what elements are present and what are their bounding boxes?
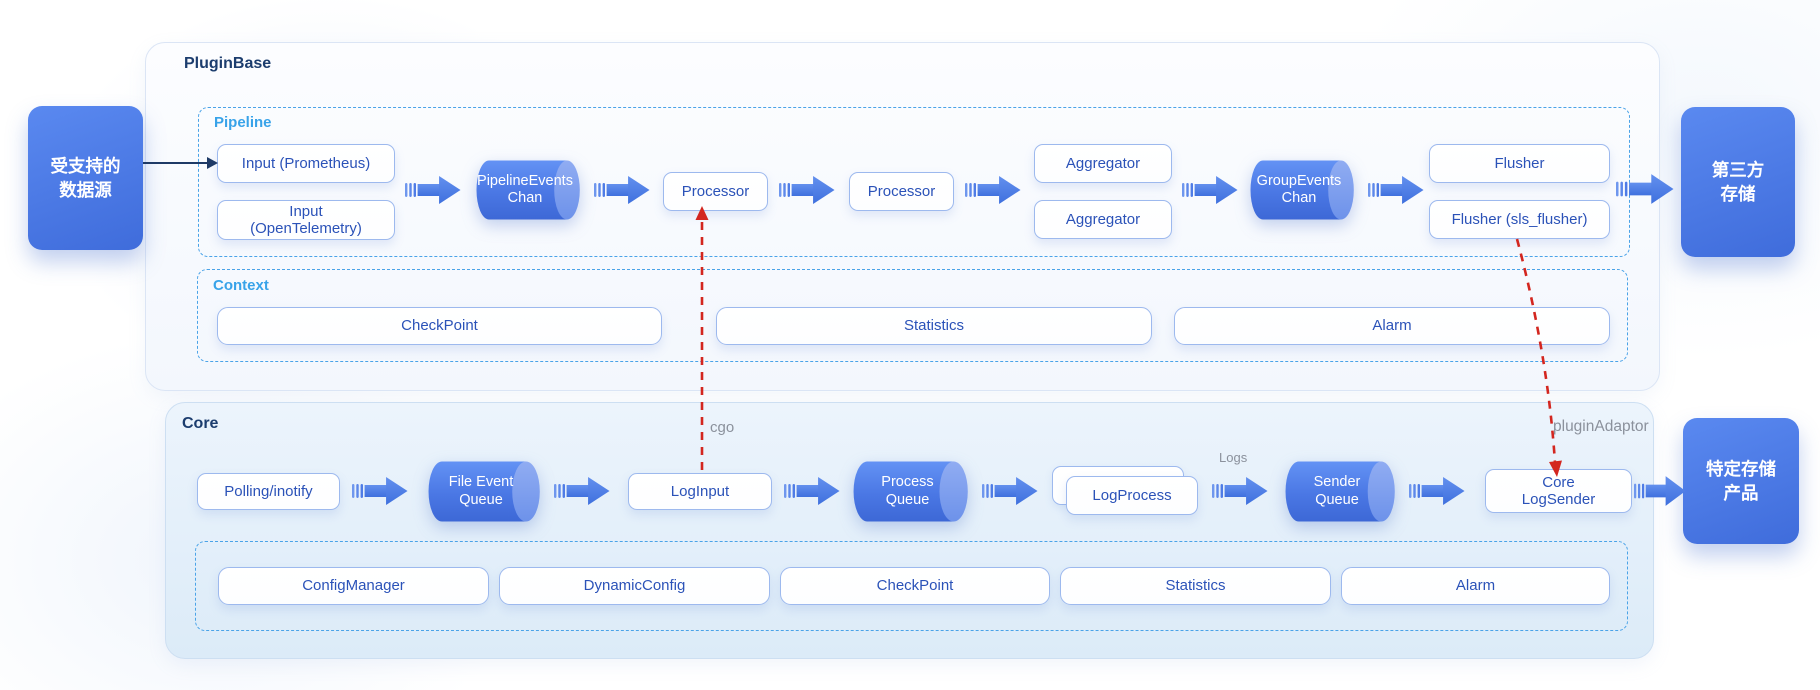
cylinder-label: Process Queue [881,474,934,508]
flow-arrow-icon [352,474,408,508]
core-panel [165,402,1654,659]
process-queue-cylinder: Process Queue [853,461,968,522]
flow-arrow-icon [779,173,835,207]
node-input-prometheus: Input (Prometheus) [217,144,395,183]
flow-arrow-icon [784,474,840,508]
flow-arrow-icon [982,474,1038,508]
datasource-box: 受支持的 数据源 [28,106,143,250]
cylinder-label: GroupEvents Chan [1256,172,1342,206]
plugin-adaptor-label: pluginAdaptor [1553,418,1649,435]
service-statistics: Statistics [1060,567,1331,605]
node-processor-1: Processor [663,172,768,211]
node-flusher-sls: Flusher (sls_flusher) [1429,200,1610,239]
service-checkpoint: CheckPoint [780,567,1050,605]
context-statistics: Statistics [716,307,1152,345]
flow-arrow-icon [1634,473,1686,509]
flow-arrow-icon [405,173,461,207]
flow-arrow-icon [554,474,610,508]
node-core-log-sender: Core LogSender [1485,469,1632,513]
cylinder-label: Sender Queue [1313,474,1361,508]
context-group [197,269,1628,362]
node-polling-inotify: Polling/inotify [197,473,340,510]
node-log-input: LogInput [628,473,772,510]
sender-queue-cylinder: Sender Queue [1285,461,1395,522]
flow-arrow-icon [1212,474,1268,508]
file-event-queue-cylinder: File Event Queue [428,461,540,522]
core-title: Core [182,415,219,432]
pipeline-title: Pipeline [214,114,272,131]
flow-arrow-icon [965,173,1021,207]
cgo-label: cgo [710,419,735,436]
node-input-opentelemetry: Input (OpenTelemetry) [217,200,395,240]
node-log-process: LogProcess [1066,476,1198,515]
context-checkpoint: CheckPoint [217,307,662,345]
flow-arrow-icon [1182,173,1238,207]
core-services-group [195,541,1628,631]
flow-arrow-icon [1368,173,1424,207]
pipeline-group [198,107,1630,257]
service-config-manager: ConfigManager [218,567,489,605]
service-dynamic-config: DynamicConfig [499,567,770,605]
pipeline-events-chan-cylinder: PipelineEvents Chan [476,160,580,220]
flow-arrow-icon [1409,474,1465,508]
flow-arrow-icon [594,173,650,207]
node-aggregator-2: Aggregator [1034,200,1172,239]
cylinder-label: PipelineEvents Chan [477,172,573,206]
service-alarm: Alarm [1341,567,1610,605]
context-title: Context [213,277,269,294]
node-aggregator-1: Aggregator [1034,144,1172,183]
cylinder-label: File Event Queue [448,474,514,508]
context-alarm: Alarm [1174,307,1610,345]
node-flusher: Flusher [1429,144,1610,183]
logs-label: Logs [1219,450,1248,465]
flow-arrow-icon [1616,171,1674,207]
group-events-chan-cylinder: GroupEvents Chan [1250,160,1354,220]
third-party-storage-box: 第三方 存储 [1681,107,1795,257]
node-processor-2: Processor [849,172,954,211]
pluginbase-title: PluginBase [184,55,272,72]
specific-storage-box: 特定存储 产品 [1683,418,1799,544]
